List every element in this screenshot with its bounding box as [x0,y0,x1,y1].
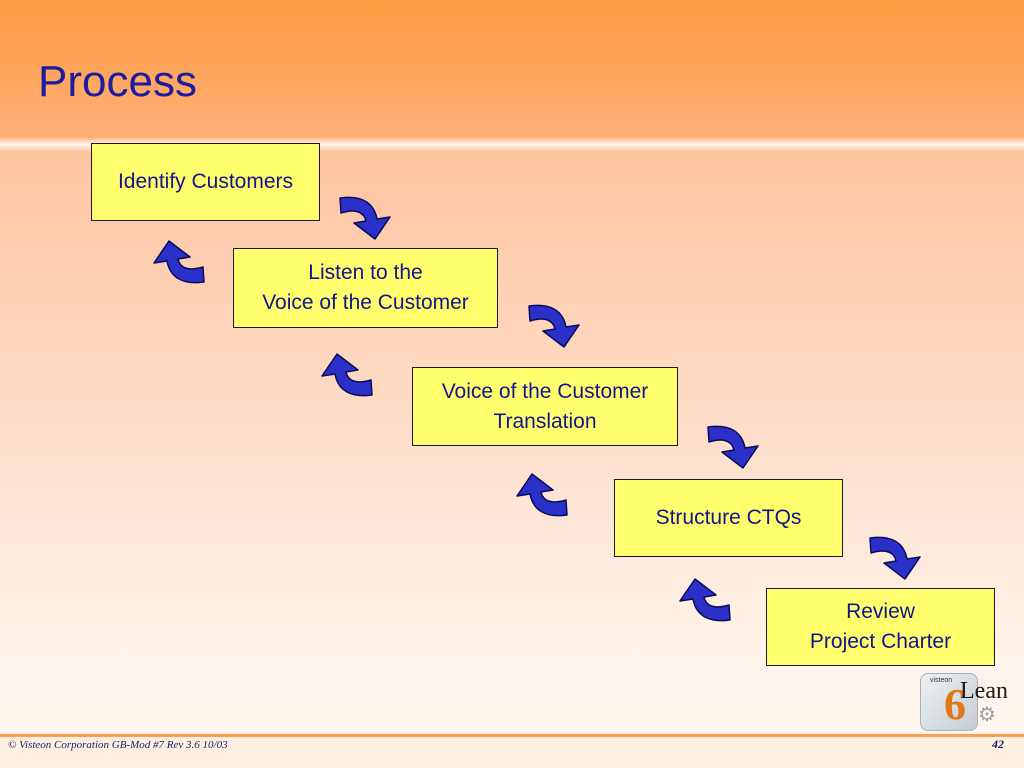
footer-divider [0,734,1024,737]
step-listen-voice-of-customer: Listen to the Voice of the Customer [233,248,498,328]
logo-word: Lean [960,678,1008,704]
curved-arrow-down-right-icon [707,425,759,469]
step-text-line: Project Charter [809,630,952,653]
curved-arrow-up-left-icon [679,578,731,622]
footer-bar [0,737,1024,768]
step-structure-ctqs: Structure CTQs [614,479,843,557]
curved-arrow-down-right-icon [339,196,391,240]
six-sigma-lean-logo: visteon 6 Lean ⚙ [920,673,1022,731]
step-text-line: Structure CTQs [655,506,802,529]
curved-arrow-down-right-icon [528,304,580,348]
copyright-text: © Visteon Corporation GB-Mod #7 Rev 3.6 … [8,739,228,751]
logo-small-text: visteon [930,677,953,684]
curved-arrow-up-left-icon [516,473,568,517]
step-identify-customers: Identify Customers [91,143,320,221]
step-text-line: Translation [493,409,597,433]
logo-number: 6 [944,680,966,729]
step-text-line: Voice of the Customer [262,291,469,314]
page-title: Process [38,57,197,106]
header-bar [0,0,1024,138]
step-voc-translation: Voice of the Customer Translation [412,367,678,446]
step-text-line: Voice of the Customer [441,379,649,403]
step-review-project-charter: Review Project Charter [766,588,995,666]
curved-arrow-down-right-icon [869,536,921,580]
step-text-line: Review [846,600,915,623]
logo-badge [920,673,978,731]
curved-arrow-up-left-icon [321,353,373,397]
step-text-line: Listen to the [308,261,423,284]
curved-arrow-up-left-icon [153,240,205,284]
step-text-line: Identify Customers [117,170,294,193]
gear-icon: ⚙ [978,704,996,726]
page-number: 42 [992,737,1004,751]
